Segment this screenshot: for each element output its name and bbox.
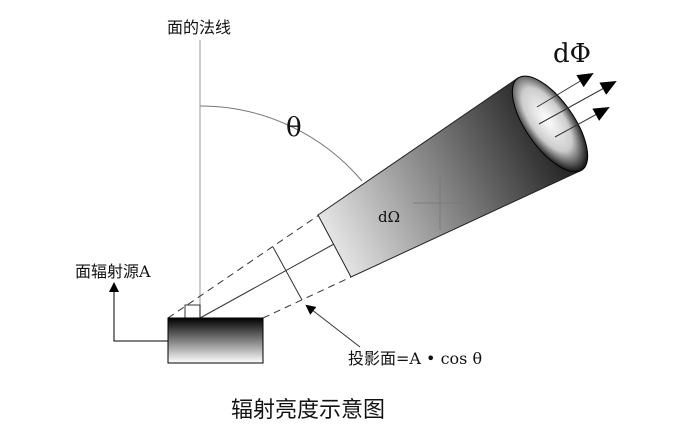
solid-angle-label: dΩ [378,208,400,226]
source-label: 面辐射源A [75,262,151,281]
diagram-caption: 辐射亮度示意图 [231,398,385,423]
dashed-edge-lower [262,276,352,319]
flux-arrow [554,107,610,138]
source-pointer-arrow [109,282,168,342]
theta-arc [199,105,363,182]
cone-opening [511,75,589,173]
dashed-edge-upper [167,214,320,319]
projection-plane-line [272,246,303,301]
crosshair-icon [413,177,467,230]
flux-arrow [538,81,617,125]
projection-label: 投影面=A • cos θ [348,349,482,368]
radiating-surface [167,317,264,364]
normal-label: 面的法线 [167,18,231,37]
theta-label: θ [286,113,302,143]
flux-arrow [536,72,594,108]
flux-label: dΦ [553,39,591,69]
projection-pointer-arrow [305,304,361,348]
center-ray [199,243,335,319]
right-angle-mark [184,304,201,319]
